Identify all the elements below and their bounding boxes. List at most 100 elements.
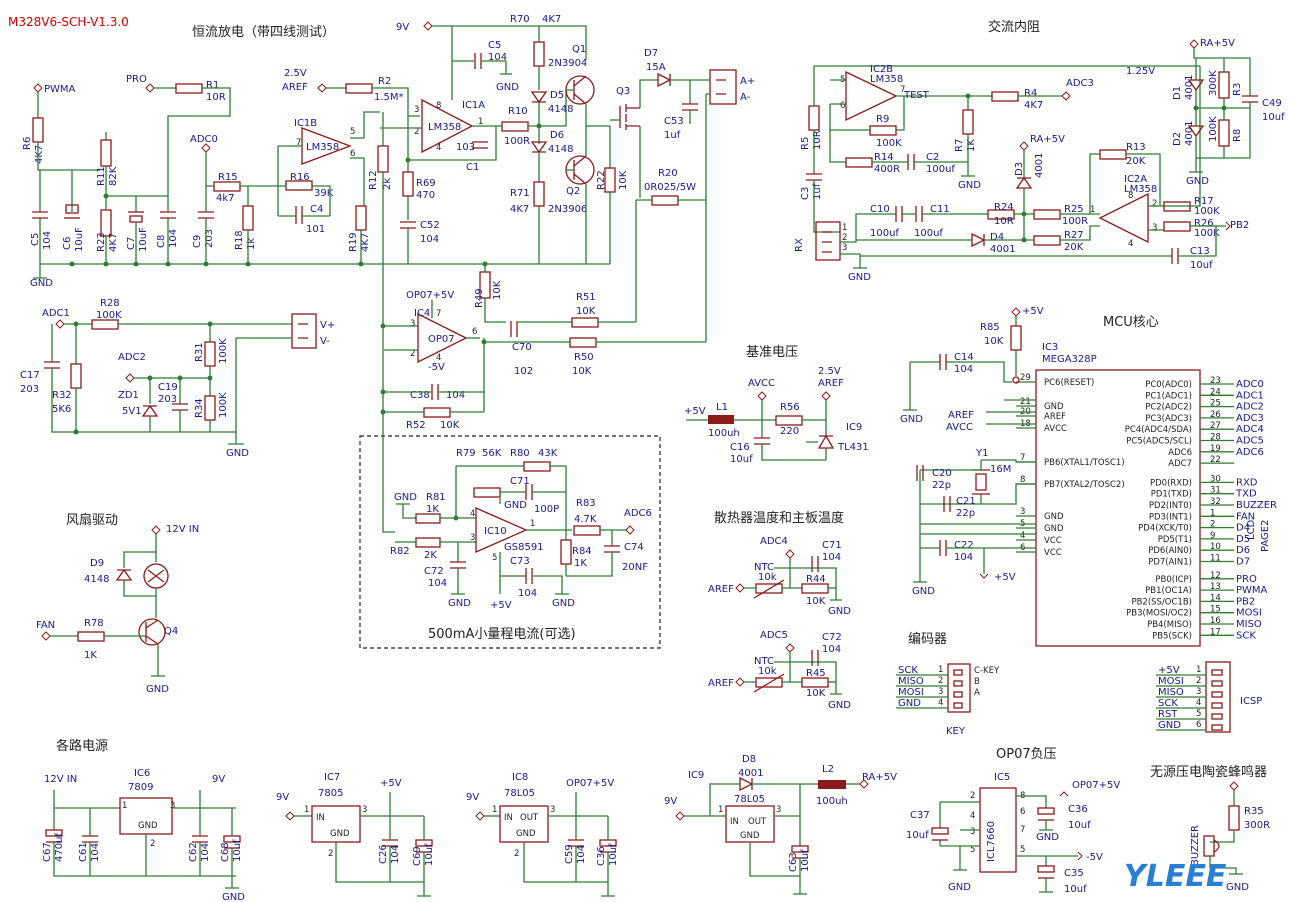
svg-text:ZD1: ZD1 — [118, 390, 139, 401]
svg-text:7805: 7805 — [318, 788, 343, 799]
gnd-label-2: GND — [496, 82, 519, 93]
ic1a-label: IC1A — [462, 100, 485, 111]
svg-text:2N3904: 2N3904 — [548, 58, 587, 69]
svg-text:100uh: 100uh — [816, 796, 848, 807]
svg-text:2: 2 — [970, 791, 975, 801]
svg-text:RA+5V: RA+5V — [1030, 134, 1065, 145]
svg-text:4: 4 — [970, 811, 975, 821]
svg-text:R16: R16 — [290, 172, 310, 183]
svg-text:R8: R8 — [1232, 129, 1243, 142]
svg-text:104: 104 — [200, 843, 211, 862]
mcu-right-pin-num: 1 — [1210, 508, 1215, 518]
svg-text:R24: R24 — [994, 202, 1014, 213]
svg-text:10uf: 10uf — [424, 843, 435, 866]
svg-text:OP07+5V: OP07+5V — [1072, 780, 1120, 791]
mcu-right-pin-name: PB1(OC1A) — [1145, 586, 1192, 596]
ic1b-label: IC1B — [294, 118, 317, 129]
svg-text:LM358: LM358 — [870, 74, 903, 85]
svg-text:2k: 2k — [382, 178, 393, 190]
svg-text:C38: C38 — [410, 390, 430, 401]
mcu-right-pin-net: RXD — [1236, 477, 1258, 488]
mcu-right-pin-name: PD0(RXD) — [1150, 478, 1192, 488]
svg-text:3: 3 — [776, 805, 781, 815]
svg-text:C11: C11 — [930, 204, 950, 215]
mcu-right-pin-name: ADC7 — [1168, 459, 1192, 469]
svg-text:ADC4: ADC4 — [760, 536, 788, 547]
heading-mcu: MCU核心 — [1103, 315, 1159, 330]
svg-text:C13: C13 — [1190, 246, 1210, 257]
svg-text:R15: R15 — [218, 172, 238, 183]
svg-text:104: 104 — [954, 364, 973, 375]
svg-text:1: 1 — [122, 801, 127, 811]
net-v-plus: V+ — [320, 320, 335, 331]
svg-text:C36: C36 — [596, 846, 607, 866]
key-pin-net: GND — [898, 698, 921, 709]
svg-text:43K: 43K — [538, 448, 558, 459]
svg-text:400R: 400R — [874, 164, 900, 175]
svg-text:IC3: IC3 — [1042, 342, 1058, 353]
svg-text:100K: 100K — [96, 310, 122, 321]
svg-text:4K7: 4K7 — [108, 233, 119, 252]
mcu-left-pin-name: PC6(RESET) — [1044, 378, 1094, 388]
svg-text:10K: 10K — [576, 306, 596, 317]
mcu-right-pin-name: PB2(SS/OC1B) — [1131, 597, 1192, 607]
svg-text:KEY: KEY — [946, 726, 966, 737]
buzzer-circuit: R35 300R BUZZER GND — [1190, 781, 1270, 893]
svg-text:10uf: 10uf — [608, 843, 619, 866]
small-range-box — [359, 435, 661, 649]
svg-text:C17: C17 — [20, 370, 40, 381]
mcu-chip — [1035, 369, 1201, 647]
svg-text:4K7: 4K7 — [1024, 100, 1043, 111]
svg-text:102: 102 — [514, 366, 533, 377]
svg-text:10uF: 10uF — [138, 227, 149, 252]
svg-text:1uf: 1uf — [664, 130, 681, 141]
svg-text:4148: 4148 — [548, 104, 573, 115]
discharge-circuit: PWMA R6 4K7 C5 104 GND C6 10uF R11 82K R… — [22, 14, 755, 533]
mcu-right-pin-num: 25 — [1210, 399, 1221, 409]
svg-text:101: 101 — [306, 224, 325, 235]
svg-text:12V IN: 12V IN — [166, 524, 199, 535]
svg-text:IC8: IC8 — [512, 772, 528, 783]
svg-text:78L05: 78L05 — [504, 788, 535, 799]
svg-text:R10: R10 — [508, 106, 528, 117]
mcu-right-pin-net: FAN — [1236, 511, 1255, 522]
svg-text:R6: R6 — [22, 137, 33, 150]
mcu-right-pin-net: BUZZER — [1236, 500, 1277, 511]
mcu-right-pin-name: PC1(ADC1) — [1145, 391, 1192, 401]
heading-encoder: 编码器 — [908, 632, 947, 647]
svg-text:4K7: 4K7 — [510, 204, 529, 215]
svg-text:20K: 20K — [1126, 156, 1146, 167]
svg-text:12V IN: 12V IN — [44, 774, 77, 785]
mcu-right-pin-name: PD6(AIN0) — [1148, 546, 1192, 556]
svg-text:LM358: LM358 — [428, 122, 461, 133]
ref-circuit: +5V L1 100uh AVCC C16 10uf R56 220 2.5V … — [684, 366, 869, 465]
svg-text:R70: R70 — [510, 14, 530, 25]
svg-text:C72: C72 — [424, 566, 444, 577]
svg-text:ADC5: ADC5 — [760, 630, 788, 641]
svg-text:4001: 4001 — [1034, 153, 1045, 178]
svg-text:300K: 300K — [1208, 70, 1219, 96]
svg-text:4: 4 — [1128, 239, 1133, 249]
svg-text:203: 203 — [158, 394, 177, 405]
icsp-pin-num: 5 — [1196, 709, 1201, 719]
svg-text:1uf: 1uf — [812, 183, 823, 200]
svg-text:C10: C10 — [870, 204, 890, 215]
mcu-left-pin-name: GND — [1044, 402, 1064, 412]
svg-text:R71: R71 — [510, 188, 530, 199]
svg-text:Q1: Q1 — [572, 44, 586, 55]
net-test: TEST — [903, 90, 930, 101]
svg-text:C20: C20 — [932, 468, 952, 479]
svg-text:2: 2 — [1152, 199, 1157, 209]
svg-text:3: 3 — [410, 319, 415, 329]
key-pin-net: MOSI — [898, 687, 924, 698]
small-range-circuit: GND R81 1K R82 2K R79 56K R80 43K C71 10… — [390, 448, 652, 611]
mcu-right-pin-net: MOSI — [1236, 608, 1262, 619]
svg-text:3: 3 — [550, 805, 555, 815]
svg-text:R80: R80 — [510, 448, 530, 459]
svg-text:R78: R78 — [84, 618, 104, 629]
svg-text:D9: D9 — [90, 558, 104, 569]
svg-text:R18: R18 — [234, 230, 245, 250]
svg-text:104: 104 — [446, 390, 465, 401]
icsp-pin-contact — [1211, 702, 1223, 709]
